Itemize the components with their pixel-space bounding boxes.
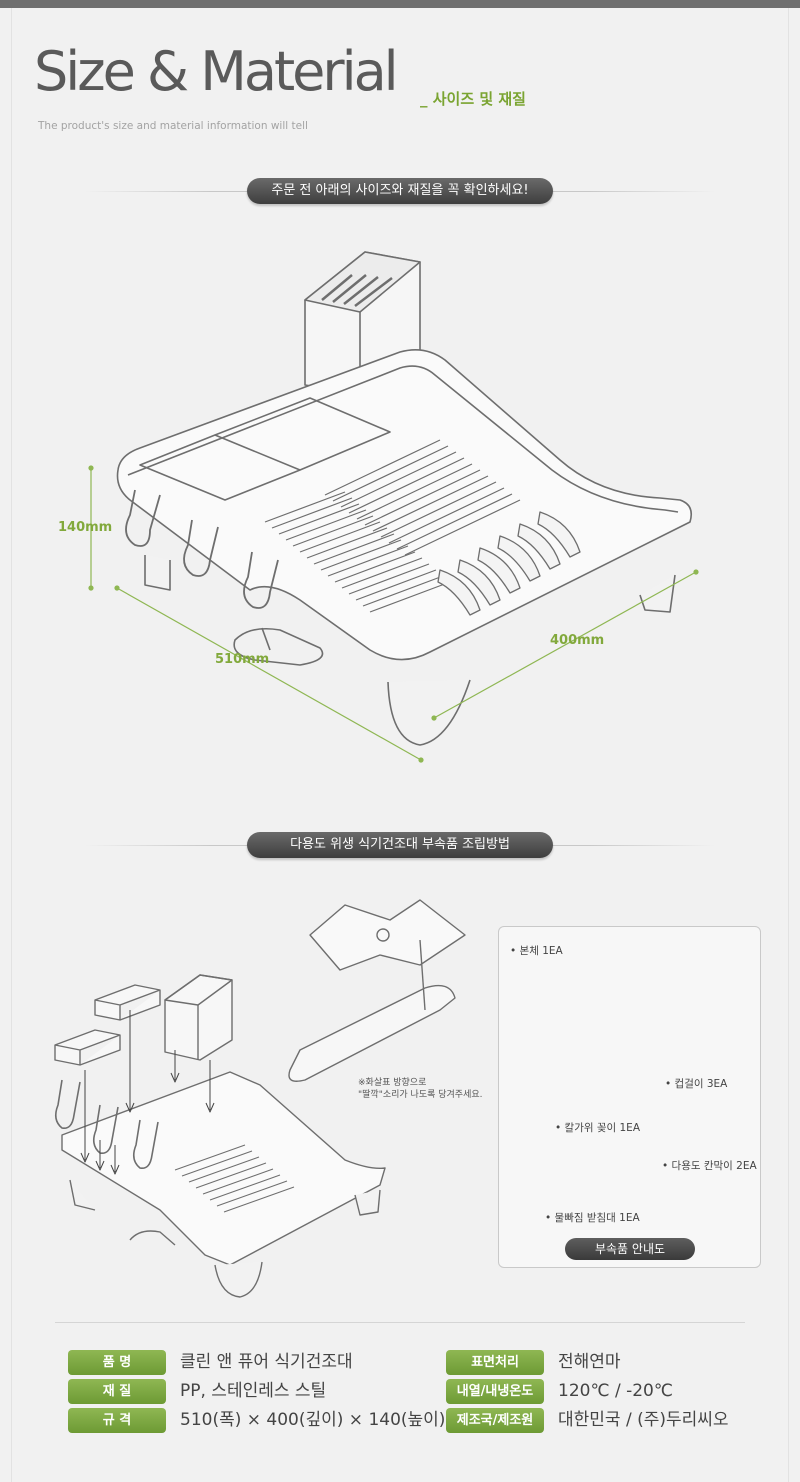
- spec-value-temperature: 120℃ / -20℃: [558, 1381, 673, 1401]
- section1-pill: 주문 전 아래의 사이즈와 재질을 꼭 확인하세요!: [247, 178, 553, 204]
- dimension-height: 140mm: [58, 520, 113, 535]
- spec-label-material: 재 질: [68, 1379, 166, 1404]
- spec-label-name: 품 명: [68, 1350, 166, 1375]
- section2-pill: 다용도 위생 식기건조대 부속품 조립방법: [247, 832, 553, 858]
- tagline: The product's size and material informat…: [38, 120, 308, 132]
- part-body-label: • 본체 1EA: [510, 945, 563, 957]
- part-divider-label: • 다용도 칸막이 2EA: [662, 1160, 757, 1172]
- dimension-depth: 400mm: [550, 633, 605, 648]
- part-knife-holder-label: • 칼가위 꽂이 1EA: [555, 1122, 641, 1134]
- spec-value-manufacturer: 대한민국 / (주)두리씨오: [558, 1410, 729, 1430]
- frame-right: [788, 8, 789, 1482]
- dimension-lines: [88, 465, 699, 763]
- part-drain-tray-label: • 물빠짐 받침대 1EA: [545, 1212, 640, 1224]
- page-subtitle: _ 사이즈 및 재질: [420, 90, 526, 108]
- part-cup-hook-label: • 컵걸이 3EA: [665, 1078, 728, 1090]
- spec-value-material: PP, 스테인레스 스틸: [180, 1381, 327, 1401]
- frame-left: [11, 8, 12, 1482]
- spec-label-temperature: 내열/내냉온도: [446, 1379, 544, 1404]
- spec-label-size: 규 격: [68, 1408, 166, 1433]
- spec-value-name: 클린 앤 퓨어 식기건조대: [180, 1352, 353, 1372]
- assembly-illustration: [54, 899, 466, 1298]
- spec-value-size: 510(폭) × 400(깊이) × 140(높이): [180, 1410, 446, 1430]
- spec-value-finish: 전해연마: [558, 1352, 621, 1372]
- top-bar: [0, 0, 800, 8]
- spec-rule: [55, 1322, 745, 1323]
- page-title: Size & Material: [34, 40, 399, 103]
- parts-guide-pill: 부속품 안내도: [565, 1238, 695, 1260]
- parts-guide-box: [498, 926, 761, 1268]
- assembly-note-line2: "딸깍"소리가 나도록 당겨주세요.: [358, 1090, 483, 1100]
- spec-label-manufacturer: 제조국/제조원: [446, 1408, 544, 1433]
- assembly-note: ※화살표 방향으로 "딸깍"소리가 나도록 당겨주세요.: [358, 1077, 483, 1101]
- dimension-width: 510mm: [215, 652, 270, 667]
- spec-label-finish: 표면처리: [446, 1350, 544, 1375]
- dish-rack-main-illustration: [116, 251, 693, 746]
- assembly-note-line1: ※화살표 방향으로: [358, 1078, 427, 1088]
